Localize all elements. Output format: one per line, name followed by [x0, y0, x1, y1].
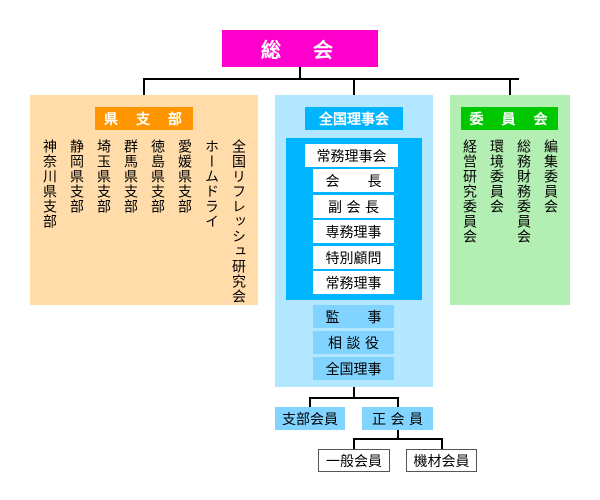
branch-item: 埼玉県支部: [95, 139, 111, 214]
branches-panel: [30, 95, 258, 305]
committee-item: 編集委員会: [542, 139, 558, 214]
executive-member: 常務理事: [313, 271, 394, 294]
council-role: 監 事: [313, 305, 394, 328]
connector: [353, 438, 443, 440]
general-assembly-box: 総 会: [222, 30, 378, 67]
connector: [353, 387, 355, 399]
council-role: 全国理事: [313, 357, 394, 380]
branch-item: 群馬県支部: [122, 139, 138, 214]
equipment-member-box: 機材会員: [406, 449, 477, 472]
connector: [309, 397, 399, 399]
connector: [353, 78, 355, 95]
connector: [509, 78, 511, 95]
executive-member: 特別顧問: [313, 246, 394, 269]
council-role: 相 談 役: [313, 331, 394, 354]
committee-item: 環境委員会: [488, 139, 504, 214]
committees-panel: [450, 95, 570, 305]
branch-member-box: 支部会員: [275, 407, 345, 430]
branch-item: 徳島県支部: [149, 139, 165, 214]
branch-item: ホームドライ: [203, 139, 219, 229]
council-header: 全国理事会: [305, 107, 403, 130]
branch-item: 神奈川県支部: [41, 139, 57, 229]
connector: [143, 78, 145, 95]
executive-member: 専務理事: [313, 220, 394, 243]
branch-item: 愛媛県支部: [176, 139, 192, 214]
general-member-box: 一般会員: [318, 449, 390, 472]
executive-member: 会 長: [313, 169, 394, 192]
branch-item: 全国リフレッシュ研究会: [230, 139, 246, 304]
branches-header: 県 支 部: [95, 107, 193, 130]
connector: [143, 78, 519, 80]
connector: [397, 430, 399, 440]
connector: [299, 67, 301, 79]
connector: [441, 438, 443, 449]
executive-title: 常務理事会: [305, 144, 398, 167]
connector: [309, 397, 311, 407]
regular-member-box: 正 会 員: [362, 407, 433, 430]
committees-header: 委 員 会: [461, 107, 558, 130]
branch-item: 静岡県支部: [68, 139, 84, 214]
committee-item: 経営研究委員会: [461, 139, 477, 244]
committee-item: 総務財務委員会: [515, 139, 531, 244]
connector: [353, 438, 355, 449]
executive-member: 副 会 長: [313, 195, 394, 218]
connector: [397, 397, 399, 407]
